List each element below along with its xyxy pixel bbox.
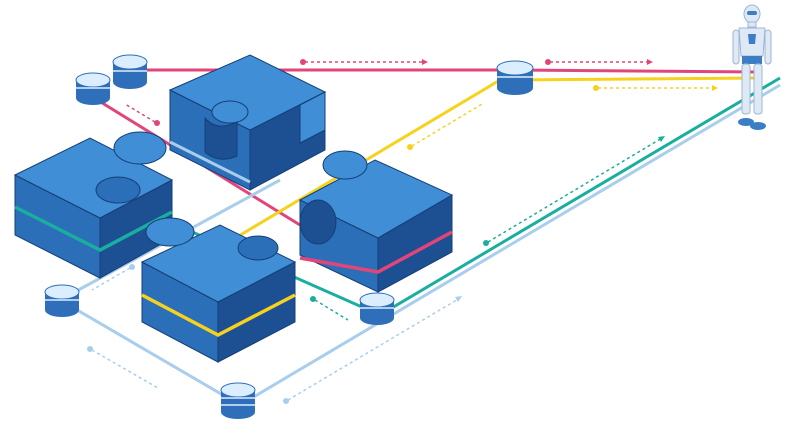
flow-arrow-lb-left [91,267,131,291]
arrow-head [658,136,665,142]
robot-figure [732,4,772,130]
flow-dot [129,264,135,270]
flow-dot [545,59,551,65]
flow-dot [283,398,289,404]
arrow-head [422,59,428,65]
arrow-head [647,59,653,65]
lightblue-band [169,140,251,184]
flow-dot [300,59,306,65]
database-node [496,60,534,95]
puzzle-piece-bottom [140,217,297,363]
flow-arrows [91,61,715,401]
flow-arrow-teal-diag [487,137,663,243]
database-node [112,54,148,89]
puzzle-piece-right [298,150,454,293]
flow-dot [154,120,160,126]
flow-arrow-yellow-diag [411,103,483,147]
arrow-head [712,85,718,91]
yellow-band [141,293,296,337]
flow-dot [310,296,316,302]
puzzle-piece-top [168,54,327,191]
flow-dot [593,85,599,91]
flow-dot [87,346,93,352]
puzzle-piece-left [13,131,174,279]
flow-arrow-dots [87,59,718,404]
flow-dot [483,240,489,246]
teal-band [14,205,173,252]
database-node [220,382,256,419]
database-node [359,292,395,325]
flow-dot [407,144,413,150]
flow-arrow-teal-down [314,299,349,321]
pink-band [299,230,453,274]
flow-arrow-lb-down [91,349,159,389]
database-node [44,284,80,317]
arrow-head [455,296,462,302]
database-nodes [44,54,534,419]
database-node [75,72,111,105]
